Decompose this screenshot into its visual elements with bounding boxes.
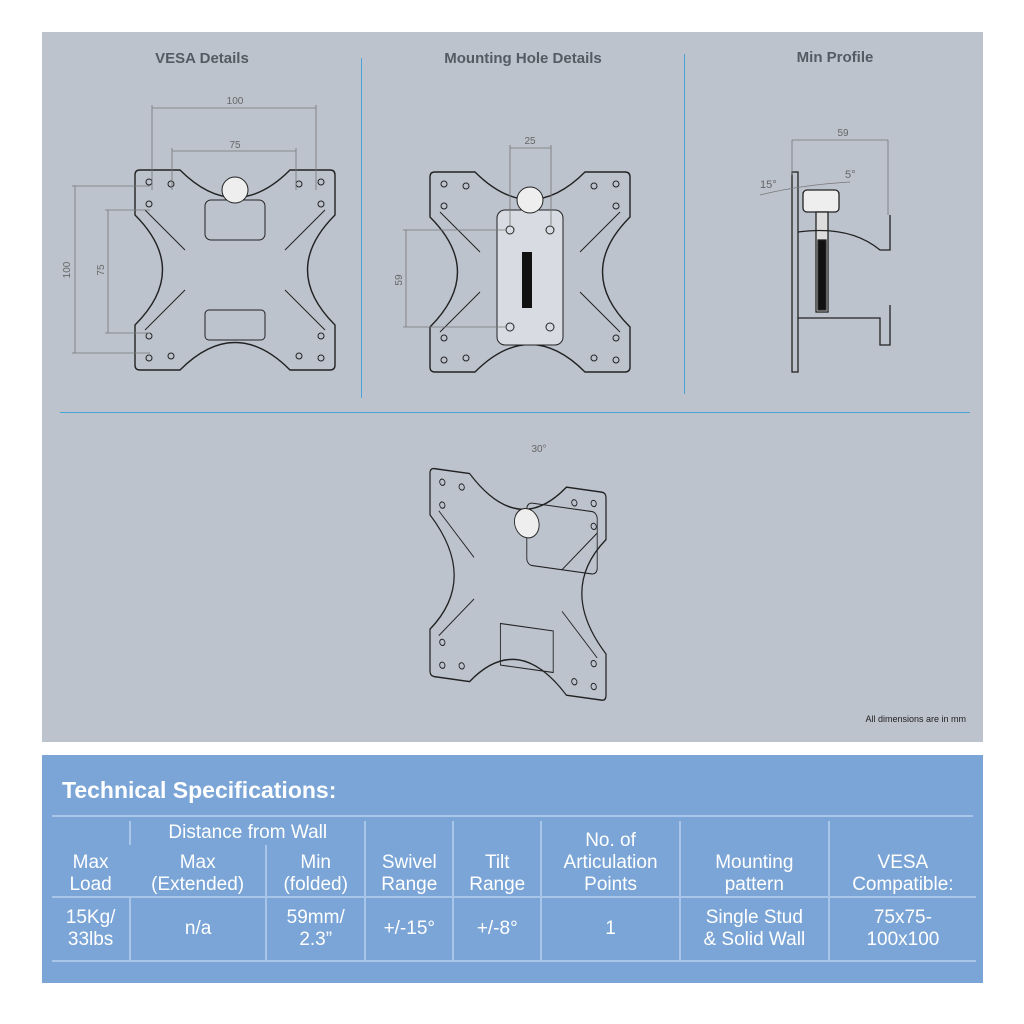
value-max-load: 15Kg/ 33lbs: [52, 896, 131, 962]
value-tilt-range: +/-8°: [452, 896, 542, 962]
value-vesa-compatible: 75x75- 100x100: [827, 896, 976, 962]
vesa-plate-drawing: [134, 169, 336, 371]
header-mounting-pattern: Mounting pattern: [678, 821, 829, 897]
header-max-load: Max Load: [69, 852, 112, 895]
dim-vesa-inner: 75: [229, 140, 241, 151]
divider: [60, 412, 970, 413]
mounting-hole-drawing: [429, 171, 631, 373]
specs-table: Max Load Distance from Wall Swivel Range…: [52, 821, 976, 962]
header-distance-from-wall: Distance from Wall: [129, 821, 366, 845]
header-articulation-points: No. of Articulation Points: [540, 821, 680, 897]
divider: [684, 54, 685, 394]
dim-hole-spacing: 25: [524, 136, 536, 147]
header-max-extended: Max (Extended): [151, 852, 245, 895]
vesa-details-title: VESA Details: [155, 50, 249, 67]
header-min-folded: Min (folded): [265, 845, 366, 897]
value-max-extended: n/a: [129, 896, 267, 962]
dim-swivel-right: 5°: [845, 169, 856, 181]
dim-swivel-left: 15°: [760, 179, 777, 191]
dim-vesa-left-outer: 100: [62, 261, 73, 278]
divider: [52, 815, 973, 817]
dim-vesa-left-inner: 75: [96, 264, 107, 276]
units-note: All dimensions are in mm: [865, 714, 966, 724]
tilt-angle-label: 30°: [531, 444, 546, 455]
technical-specifications: Technical Specifications: Max Load Dista…: [42, 755, 983, 983]
divider: [361, 58, 362, 398]
min-profile-title: Min Profile: [796, 49, 874, 66]
specs-title: Technical Specifications:: [62, 777, 337, 803]
mounting-hole-details-title: Mounting Hole Details: [444, 50, 602, 67]
min-profile-drawing: [759, 139, 891, 373]
technical-drawings: 100 75 100 75 25 59 59 15° 5° 30°: [62, 96, 891, 702]
value-swivel-range: +/-15°: [364, 896, 454, 962]
dim-vesa-outer: 100: [227, 96, 244, 107]
header-tilt-range: Tilt Range: [452, 821, 542, 897]
value-min-folded: 59mm/ 2.3”: [265, 896, 366, 962]
dim-hole-height: 59: [394, 274, 405, 286]
perspective-drawing: [429, 467, 607, 702]
dim-profile-depth: 59: [837, 128, 849, 139]
header-swivel-range: Swivel Range: [364, 821, 454, 897]
drawing-panel: [42, 32, 983, 742]
header-vesa-compatible: VESA Compatible:: [827, 821, 976, 897]
value-articulation-points: 1: [540, 896, 680, 962]
value-mounting-pattern: Single Stud & Solid Wall: [678, 896, 829, 962]
